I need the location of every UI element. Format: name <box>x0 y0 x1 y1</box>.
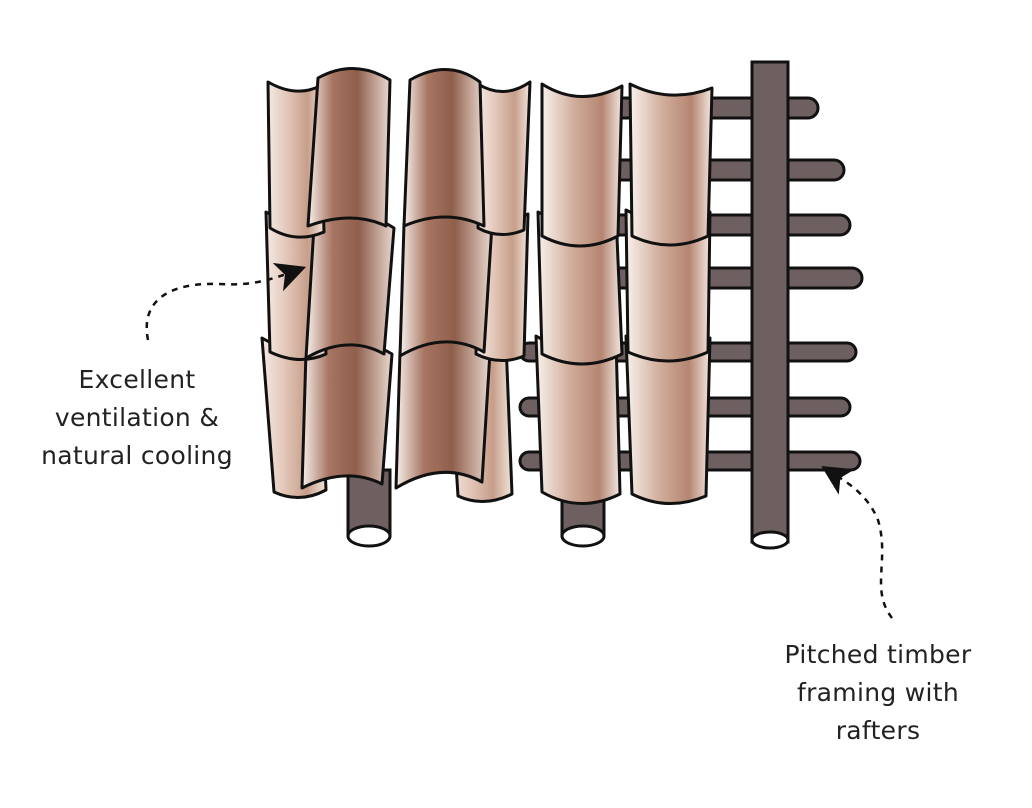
tile <box>398 209 494 358</box>
tile <box>394 336 492 490</box>
annotation-line: rafters <box>835 716 921 745</box>
tile <box>306 67 392 228</box>
annotation-line: framing with <box>797 678 959 707</box>
annotation-line: ventilation & <box>54 403 220 432</box>
tile <box>300 339 394 490</box>
annotation-line: natural cooling <box>41 441 233 470</box>
ventilation-arrow <box>145 263 307 341</box>
tile <box>540 82 624 248</box>
annotation-line: Pitched timber <box>784 640 972 669</box>
roof-tiles <box>260 67 714 506</box>
tile <box>476 80 532 236</box>
ventilation-annotation: Excellent ventilation & natural cooling <box>24 361 250 475</box>
tile <box>628 82 714 247</box>
framing-annotation: Pitched timber framing with rafters <box>760 636 996 750</box>
tile <box>304 213 396 360</box>
tile <box>402 68 486 228</box>
annotation-line: Excellent <box>78 365 196 394</box>
timber-post <box>750 60 790 550</box>
framing-arrow <box>821 466 893 619</box>
